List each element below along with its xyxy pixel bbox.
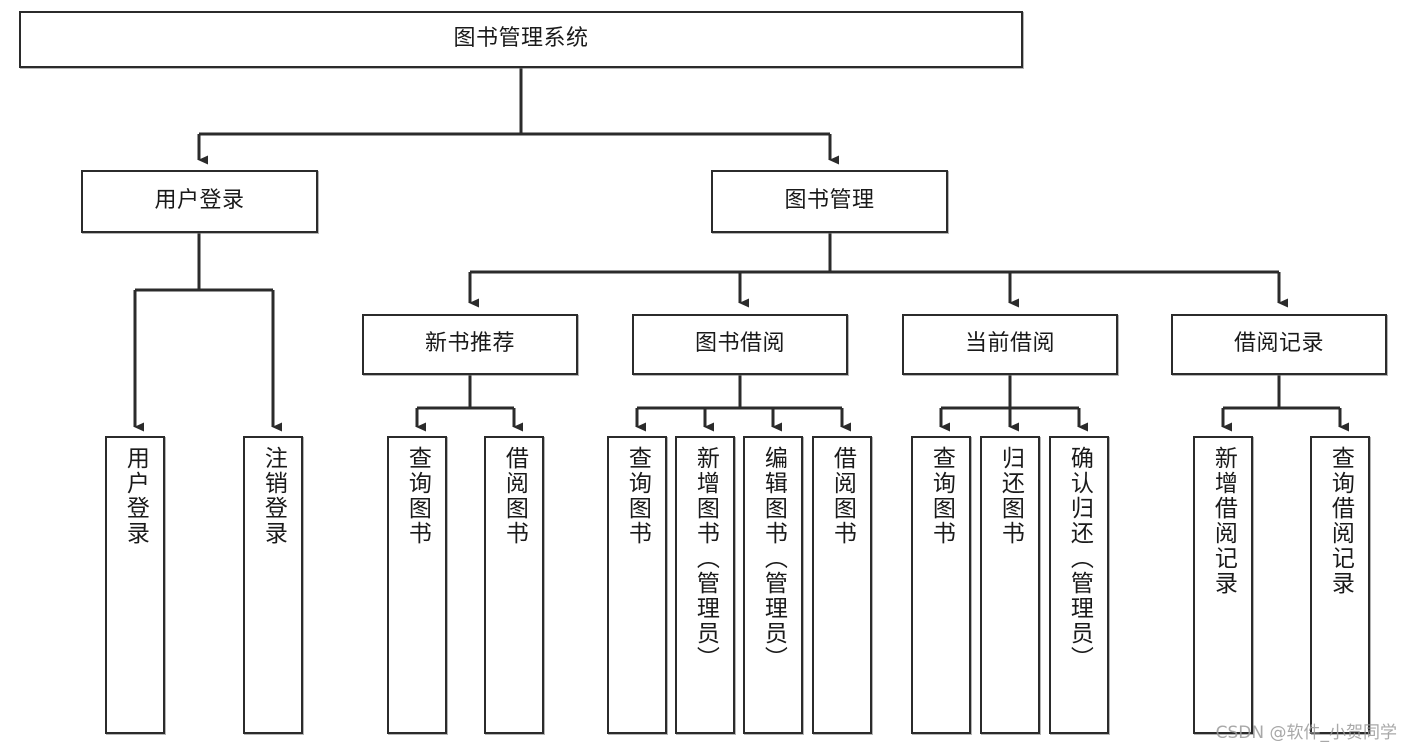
node-leaf-query-book-1[interactable]: 查询图书: [387, 436, 447, 734]
node-leaf-add-book-label: 新增图书（管理员）: [692, 446, 719, 671]
node-current-borrow[interactable]: 当前借阅: [902, 314, 1118, 375]
node-leaf-query-book-1-label: 查询图书: [404, 446, 431, 546]
csdn-watermark: CSDN @软件_小贺同学: [1215, 723, 1397, 743]
node-leaf-user-login[interactable]: 用户登录: [105, 436, 165, 734]
node-leaf-confirm-return-label: 确认归还（管理员）: [1066, 446, 1093, 671]
node-leaf-edit-book[interactable]: 编辑图书（管理员）: [743, 436, 803, 734]
node-user-login-label: 用户登录: [154, 188, 245, 214]
node-leaf-return-book-label: 归还图书: [997, 446, 1024, 546]
node-root-label: 图书管理系统: [453, 26, 589, 52]
node-new-book-recommend-label: 新书推荐: [424, 331, 515, 357]
node-book-management-label: 图书管理: [784, 188, 875, 214]
node-leaf-add-record[interactable]: 新增借阅记录: [1193, 436, 1253, 734]
node-current-borrow-label: 当前借阅: [964, 331, 1055, 357]
node-borrow-record[interactable]: 借阅记录: [1171, 314, 1387, 375]
node-user-login[interactable]: 用户登录: [81, 170, 318, 233]
node-leaf-logout-login[interactable]: 注销登录: [243, 436, 303, 734]
node-leaf-user-login-label: 用户登录: [122, 446, 149, 546]
node-leaf-confirm-return[interactable]: 确认归还（管理员）: [1049, 436, 1109, 734]
node-book-borrow-label: 图书借阅: [694, 331, 785, 357]
node-leaf-query-book-3[interactable]: 查询图书: [911, 436, 971, 734]
node-leaf-query-record[interactable]: 查询借阅记录: [1310, 436, 1370, 734]
node-leaf-edit-book-label: 编辑图书（管理员）: [760, 446, 787, 671]
node-leaf-borrow-book-1[interactable]: 借阅图书: [484, 436, 544, 734]
node-leaf-add-book[interactable]: 新增图书（管理员）: [675, 436, 735, 734]
node-leaf-borrow-book-2[interactable]: 借阅图书: [812, 436, 872, 734]
node-leaf-borrow-book-2-label: 借阅图书: [829, 446, 856, 546]
node-borrow-record-label: 借阅记录: [1233, 331, 1324, 357]
node-leaf-query-book-2[interactable]: 查询图书: [607, 436, 667, 734]
node-leaf-query-record-label: 查询借阅记录: [1327, 446, 1354, 596]
node-root[interactable]: 图书管理系统: [19, 11, 1023, 68]
node-leaf-return-book[interactable]: 归还图书: [980, 436, 1040, 734]
node-leaf-query-book-2-label: 查询图书: [624, 446, 651, 546]
node-leaf-add-record-label: 新增借阅记录: [1210, 446, 1237, 596]
node-new-book-recommend[interactable]: 新书推荐: [362, 314, 578, 375]
node-book-borrow[interactable]: 图书借阅: [632, 314, 848, 375]
node-book-management[interactable]: 图书管理: [711, 170, 948, 233]
node-leaf-borrow-book-1-label: 借阅图书: [501, 446, 528, 546]
node-leaf-logout-login-label: 注销登录: [260, 446, 287, 546]
node-leaf-query-book-3-label: 查询图书: [928, 446, 955, 546]
